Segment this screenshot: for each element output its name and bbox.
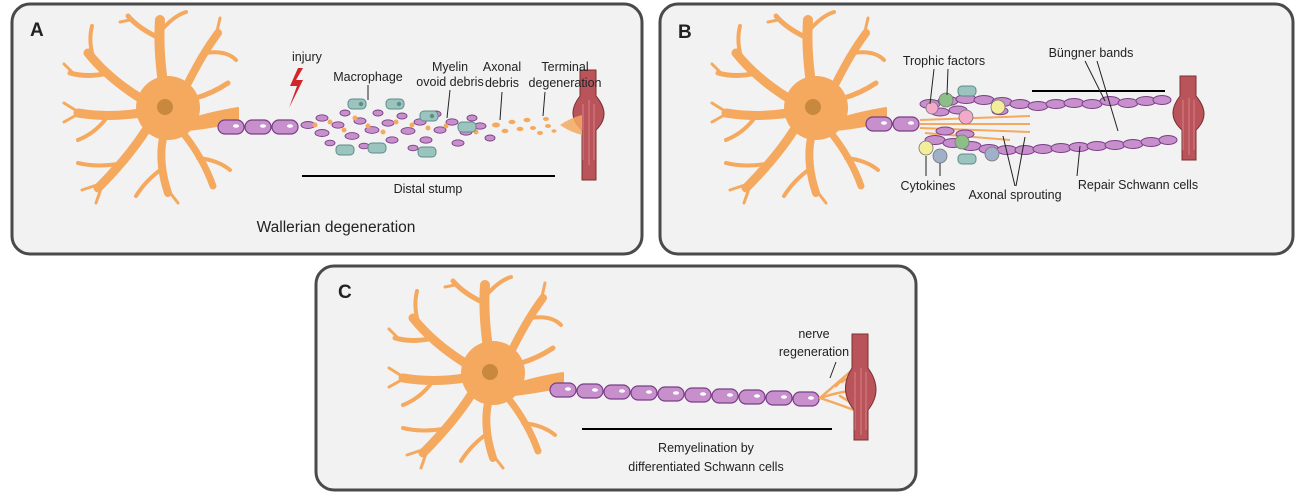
cytokines-b [918, 140, 1000, 164]
label-remyelination-line1: Remyelination by [658, 441, 755, 455]
macrophages-b [957, 85, 977, 165]
label-bungner-bands: Büngner bands [1049, 46, 1134, 60]
label-trophic-factors: Trophic factors [903, 54, 985, 68]
panel-a-frame [10, 2, 644, 256]
label-remyelination-line2: differentiated Schwann cells [628, 460, 783, 474]
label-distal-stump: Distal stump [394, 182, 463, 196]
label-axonal-line2: debris [485, 76, 519, 90]
nucleus-a [157, 99, 173, 115]
muscle-b [1172, 75, 1205, 161]
panel-b: B [658, 2, 1295, 256]
caption-wallerian: Wallerian degeneration [257, 219, 416, 236]
leader-lines-a [367, 85, 546, 121]
nucleus-b [805, 99, 821, 115]
leader-lines-b [925, 60, 1119, 187]
label-axonal-sprouting: Axonal sprouting [968, 188, 1061, 202]
nucleus-c [482, 364, 498, 380]
panel-a-letter: A [30, 20, 44, 41]
injury-icon [289, 68, 303, 108]
label-nerve-line2: regeneration [779, 345, 849, 359]
label-terminal-line1: Terminal [541, 60, 588, 74]
myelin-intact-a [217, 119, 299, 135]
label-axonal-line1: Axonal [483, 60, 521, 74]
label-myelin-line2: ovoid debris [416, 75, 483, 89]
panel-b-frame [658, 2, 1295, 256]
trophic-factors-b [925, 92, 1006, 150]
panel-b-letter: B [678, 22, 692, 43]
muscle-a [560, 69, 605, 181]
label-myelin-line1: Myelin [432, 60, 468, 74]
panel-c: C nerve r [314, 264, 918, 492]
label-repair-schwann: Repair Schwann cells [1078, 178, 1198, 192]
panel-c-letter: C [338, 282, 352, 303]
leader-line-nerve [829, 361, 837, 379]
myelin-ovoid-debris-a [300, 109, 496, 152]
muscle-c [845, 333, 877, 441]
label-injury: injury [292, 50, 323, 64]
panel-c-frame [314, 264, 918, 492]
label-terminal-line2: degeneration [529, 76, 602, 90]
label-nerve-line1: nerve [798, 327, 829, 341]
macrophages-a [335, 98, 477, 158]
label-macrophage: Macrophage [333, 70, 403, 84]
label-cytokines: Cytokines [901, 179, 956, 193]
panel-a: A [10, 2, 644, 256]
